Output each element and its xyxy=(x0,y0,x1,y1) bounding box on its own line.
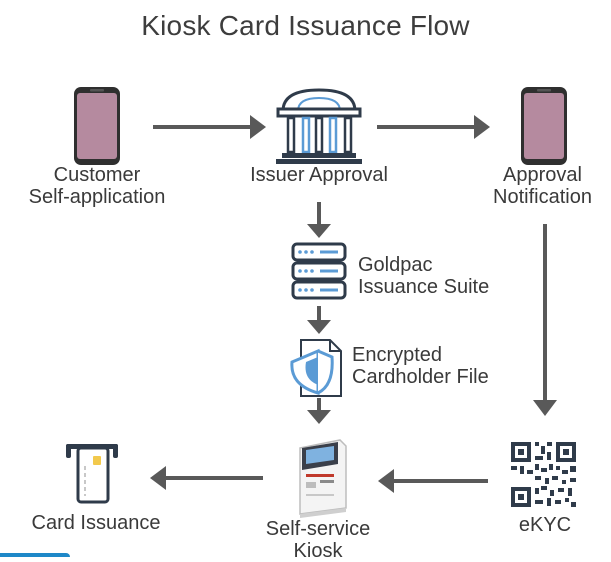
encrypted-label-line1: Encrypted xyxy=(352,344,443,366)
qr-code-icon xyxy=(511,442,576,507)
customer-label: Customer Self-application xyxy=(0,164,194,208)
encrypted-label-line2: Cardholder File xyxy=(352,366,489,388)
diagram-title: Kiosk Card Issuance Flow xyxy=(141,10,470,41)
issuer-label: Issuer Approval xyxy=(214,164,424,186)
encrypted-label: Encrypted Cardholder File xyxy=(352,344,542,388)
ekyc-label-text: eKYC xyxy=(518,514,572,536)
arrow-customer-to-issuer xyxy=(153,115,266,139)
kiosk-icon xyxy=(299,439,347,518)
notification-label-line1: Approval xyxy=(503,164,582,186)
accent-stripe xyxy=(0,553,70,557)
arrow-ekyc-to-kiosk xyxy=(378,469,488,493)
goldpac-label: Goldpac Issuance Suite xyxy=(358,254,538,298)
arrow-issuer-to-notification xyxy=(377,115,490,139)
smartphone-icon xyxy=(74,87,120,165)
smartphone-icon xyxy=(521,87,567,165)
server-icon xyxy=(291,242,347,300)
goldpac-label-line1: Goldpac xyxy=(358,254,433,276)
notification-label-line2: Notification xyxy=(493,186,592,208)
ekyc-label: eKYC xyxy=(490,514,600,536)
card-dispense-icon xyxy=(66,444,118,504)
arrow-notification-to-ekyc xyxy=(533,224,557,416)
arrow-encrypted-to-kiosk xyxy=(307,398,331,424)
bank-building-icon xyxy=(276,88,362,164)
arrow-kiosk-to-card xyxy=(150,466,263,490)
shield-file-icon xyxy=(290,339,342,397)
kiosk-label-line1: Self-service xyxy=(265,518,371,540)
card-issuance-label: Card Issuance xyxy=(6,512,186,534)
issuer-label-text: Issuer Approval xyxy=(250,164,388,186)
card-issuance-label-text: Card Issuance xyxy=(31,512,161,534)
goldpac-label-line2: Issuance Suite xyxy=(358,276,490,298)
notification-label: Approval Notification xyxy=(474,164,611,208)
arrow-goldpac-to-encrypted xyxy=(307,306,331,334)
customer-label-line1: Customer xyxy=(53,164,141,186)
arrow-issuer-to-goldpac xyxy=(307,202,331,238)
customer-label-line2: Self-application xyxy=(28,186,166,208)
kiosk-label-line2: Kiosk xyxy=(293,540,343,562)
kiosk-label: Self-service Kiosk xyxy=(238,518,398,562)
